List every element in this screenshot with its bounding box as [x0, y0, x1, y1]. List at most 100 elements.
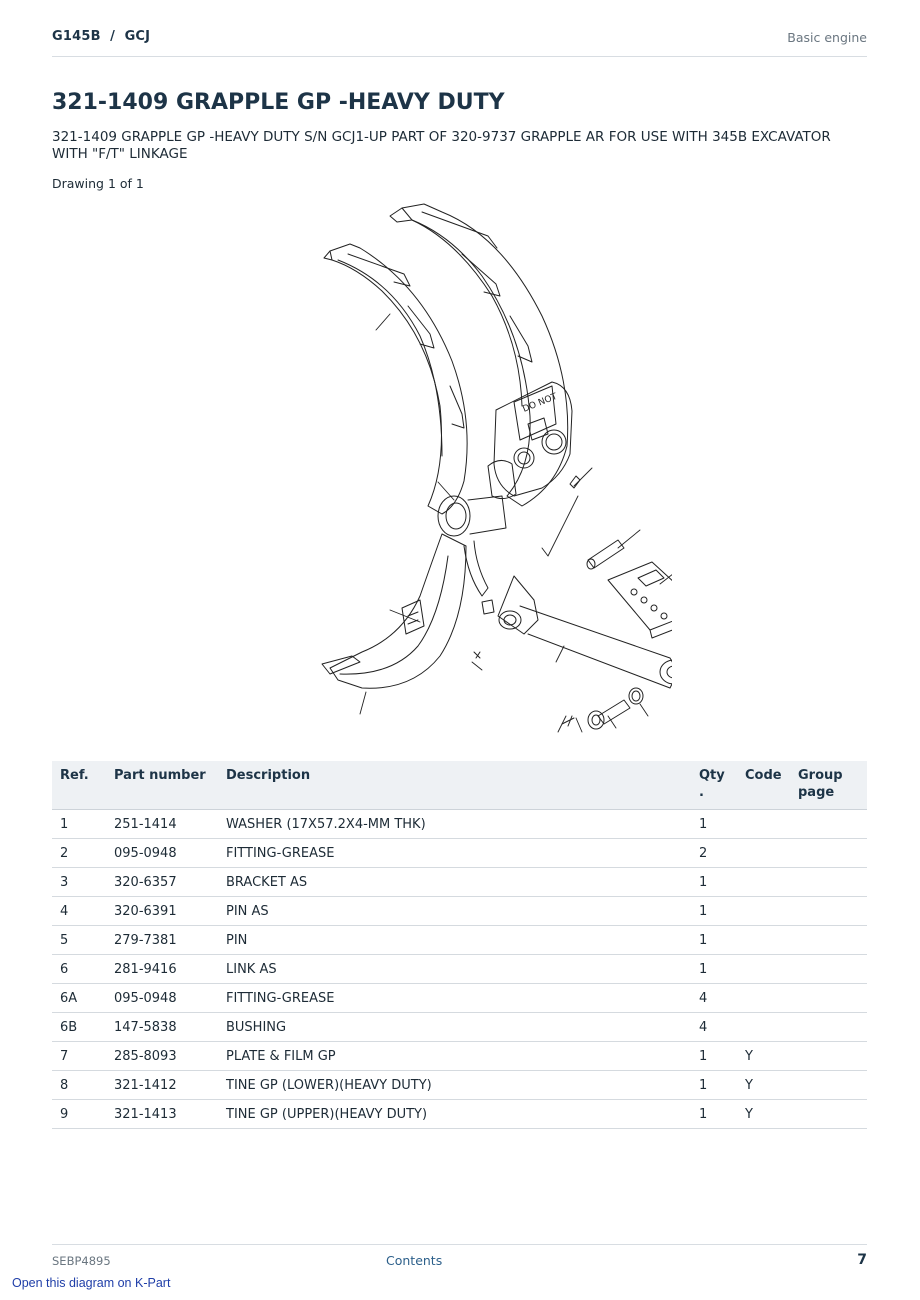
cell-ref: 8: [52, 1070, 106, 1100]
cell-ref: 7: [52, 1041, 106, 1071]
cell-description: PIN: [218, 925, 691, 955]
contents-link[interactable]: Contents: [386, 1253, 443, 1268]
cell-description: FITTING-GREASE: [218, 838, 691, 868]
document-code: SEBP4895: [52, 1254, 111, 1268]
parts-table-header: Ref. Part number Description Qty . Code …: [52, 761, 867, 810]
open-kpart-link[interactable]: Open this diagram on K-Part: [12, 1276, 171, 1290]
cell-ref: 3: [52, 867, 106, 897]
page-number: 7: [857, 1252, 867, 1268]
page: G145B / GCJ Basic engine 321-1409 GRAPPL…: [52, 0, 867, 1300]
cell-part-number: 251-1414: [106, 809, 218, 839]
cell-code: Y: [737, 1099, 790, 1129]
decal-text: DO NOT: [521, 392, 559, 415]
cell-part-number: 320-6391: [106, 896, 218, 926]
cell-description: WASHER (17X57.2X4-MM THK): [218, 809, 691, 839]
parts-table: Ref. Part number Description Qty . Code …: [52, 761, 867, 1129]
cell-group-page: [790, 1070, 867, 1100]
cell-group-page: [790, 809, 867, 839]
cell-part-number: 320-6357: [106, 867, 218, 897]
section-label: Basic engine: [787, 30, 867, 45]
cell-ref: 1: [52, 809, 106, 839]
col-header-code: Code: [737, 761, 790, 810]
cell-ref: 6B: [52, 1012, 106, 1042]
cell-code: [737, 896, 790, 926]
cell-ref: 2: [52, 838, 106, 868]
cell-group-page: [790, 1012, 867, 1042]
front-tine-drawing: [323, 243, 468, 515]
cell-code: Y: [737, 1070, 790, 1100]
lower-tine-drawing: [321, 533, 495, 689]
cell-code: [737, 867, 790, 897]
cell-part-number: 095-0948: [106, 983, 218, 1013]
upper-tine-drawing: [389, 203, 569, 507]
cell-group-page: [790, 867, 867, 897]
page-header: G145B / GCJ Basic engine: [52, 29, 867, 57]
cell-group-page: [790, 1041, 867, 1071]
model-serial-label: G145B / GCJ: [52, 29, 151, 44]
cell-description: LINK AS: [218, 954, 691, 984]
cell-code: [737, 1012, 790, 1042]
cell-code: [737, 925, 790, 955]
grapple-exploded-diagram: DO NOT: [321, 203, 672, 733]
cell-part-number: 285-8093: [106, 1041, 218, 1071]
page-subtitle: 321-1409 GRAPPLE GP -HEAVY DUTY S/N GCJ1…: [52, 129, 831, 162]
cell-qty: 1: [691, 1070, 737, 1100]
col-header-group-page: Group page: [790, 761, 867, 810]
cell-part-number: 095-0948: [106, 838, 218, 868]
bracket-drawing: [607, 561, 672, 639]
cell-ref: 5: [52, 925, 106, 955]
col-header-part-number: Part number: [106, 761, 218, 810]
cell-group-page: [790, 983, 867, 1013]
cell-qty: 1: [691, 896, 737, 926]
leader-lines: [359, 313, 672, 733]
cell-description: TINE GP (LOWER)(HEAVY DUTY): [218, 1070, 691, 1100]
cell-qty: 1: [691, 925, 737, 955]
cell-description: BUSHING: [218, 1012, 691, 1042]
pin-drawing: [586, 539, 625, 570]
cell-code: [737, 838, 790, 868]
cell-qty: 1: [691, 867, 737, 897]
cell-description: BRACKET AS: [218, 867, 691, 897]
cell-part-number: 281-9416: [106, 954, 218, 984]
cell-qty: 2: [691, 838, 737, 868]
cell-code: [737, 983, 790, 1013]
cell-ref: 6A: [52, 983, 106, 1013]
pivot-boss-drawing: [437, 495, 507, 537]
col-header-description: Description: [218, 761, 691, 810]
cell-part-number: 147-5838: [106, 1012, 218, 1042]
cell-group-page: [790, 925, 867, 955]
cell-qty: 1: [691, 954, 737, 984]
col-header-ref: Ref.: [52, 761, 106, 810]
cell-description: FITTING-GREASE: [218, 983, 691, 1013]
col-header-qty: Qty .: [691, 761, 737, 810]
link-assembly-drawing: [497, 575, 672, 689]
cell-code: [737, 954, 790, 984]
cell-ref: 4: [52, 896, 106, 926]
cell-part-number: 279-7381: [106, 925, 218, 955]
cell-description: PIN AS: [218, 896, 691, 926]
drawing-count-label: Drawing 1 of 1: [52, 176, 144, 191]
cell-group-page: [790, 1099, 867, 1129]
cell-qty: 4: [691, 1012, 737, 1042]
cell-ref: 9: [52, 1099, 106, 1129]
cell-part-number: 321-1412: [106, 1070, 218, 1100]
cell-qty: 1: [691, 1041, 737, 1071]
cell-qty: 1: [691, 809, 737, 839]
cell-code: Y: [737, 1041, 790, 1071]
cell-ref: 6: [52, 954, 106, 984]
cell-description: PLATE & FILM GP: [218, 1041, 691, 1071]
page-footer: SEBP4895 Contents 7: [52, 1244, 867, 1275]
cell-qty: 1: [691, 1099, 737, 1129]
cell-group-page: [790, 896, 867, 926]
cell-group-page: [790, 838, 867, 868]
